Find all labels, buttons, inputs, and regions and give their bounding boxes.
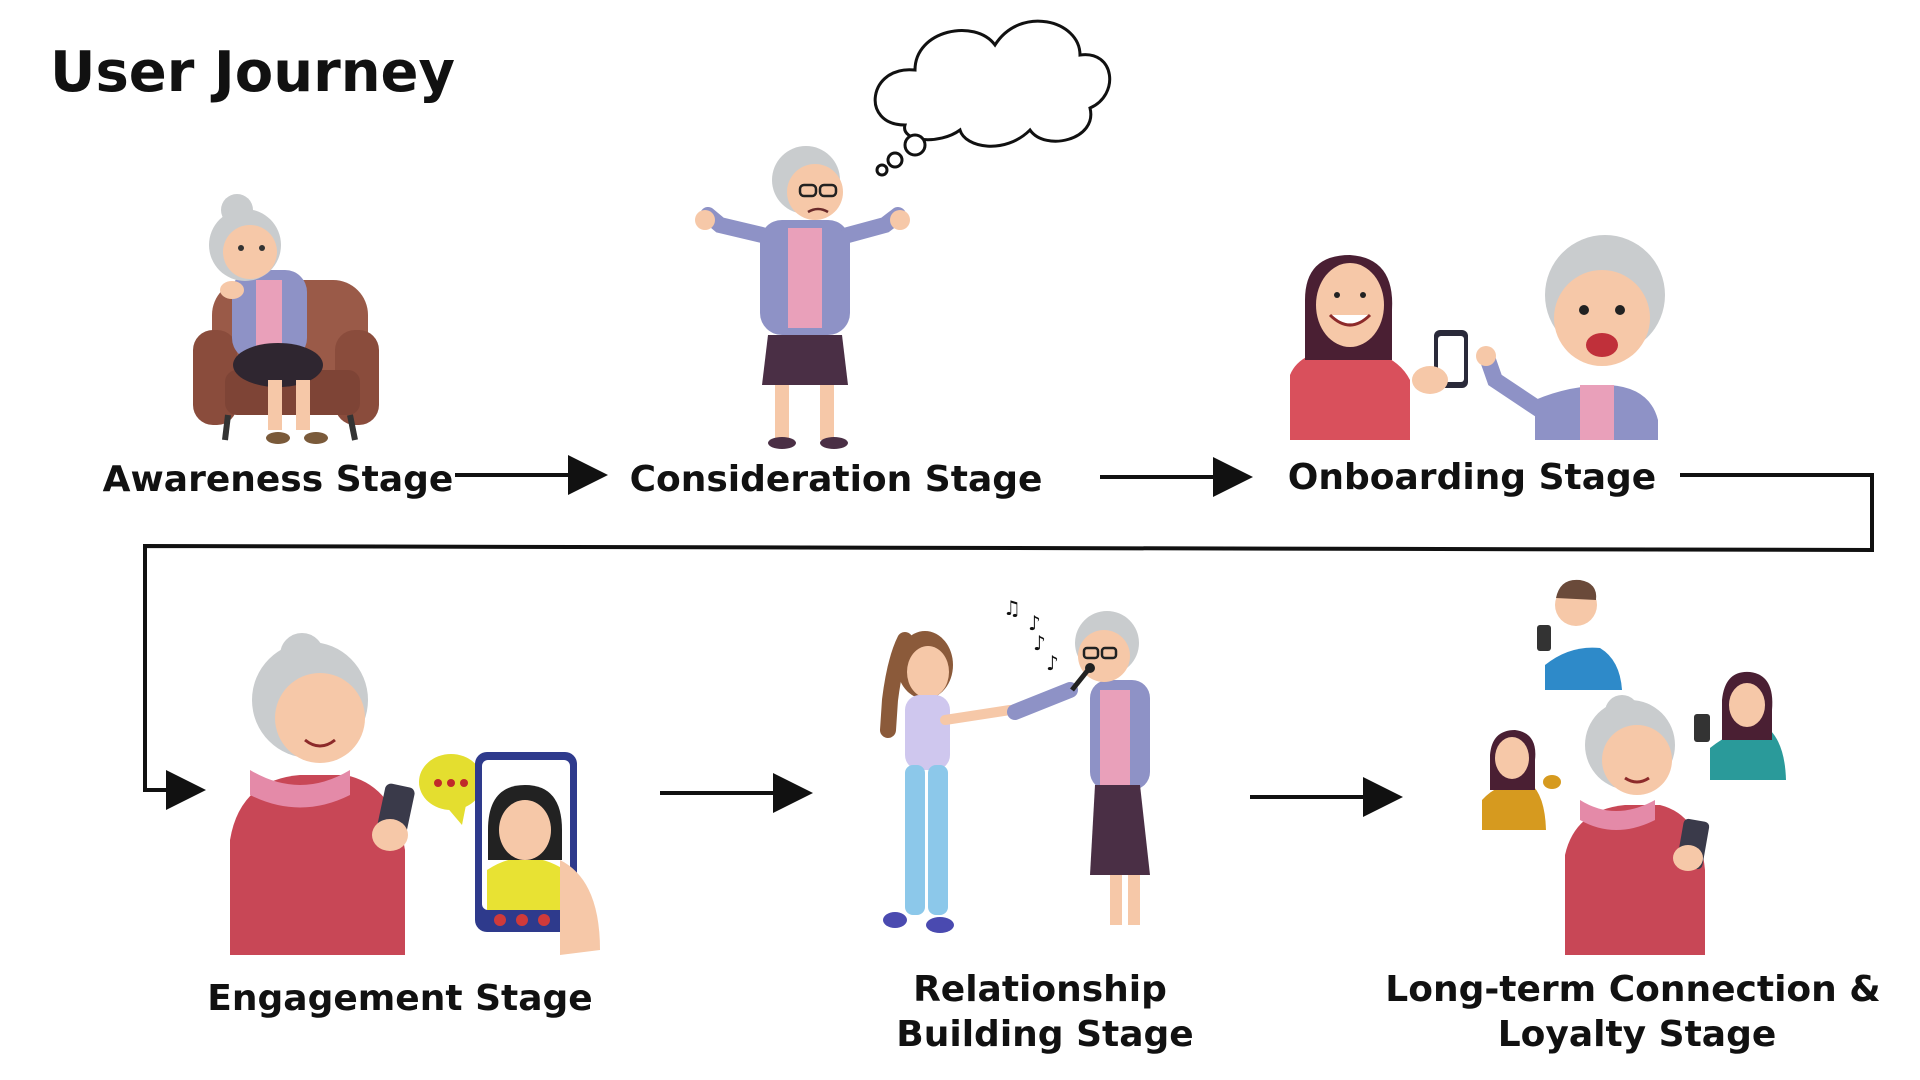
onboarding-illustration <box>1290 235 1665 440</box>
stage-label-loyalty-line1: Long-term Connection & <box>1385 969 1880 1010</box>
stage-label-relationship-line1: Relationship <box>913 969 1167 1010</box>
arrow-onboarding-to-engagement <box>143 473 1874 810</box>
friend-woman-left <box>1482 730 1561 830</box>
svg-text:♪: ♪ <box>1046 651 1059 675</box>
svg-text:♪: ♪ <box>1033 631 1046 655</box>
stage-label-awareness: Awareness Stage <box>103 459 454 500</box>
consideration-illustration <box>695 19 1112 449</box>
friend-man <box>1537 579 1622 690</box>
stage-label-onboarding: Onboarding Stage <box>1288 457 1656 498</box>
svg-text:♫: ♫ <box>1003 596 1021 620</box>
awareness-illustration <box>193 194 379 444</box>
engagement-illustration <box>230 633 600 955</box>
svg-text:♪: ♪ <box>1028 611 1041 635</box>
chat-bubble-icon <box>419 754 483 825</box>
music-notes-icon: ♫ ♪ ♪ ♪ <box>1003 596 1059 675</box>
loyalty-illustration <box>1482 579 1786 955</box>
video-call-phone <box>475 752 577 932</box>
stage-label-engagement: Engagement Stage <box>207 978 592 1019</box>
thought-bubble <box>873 19 1112 177</box>
relationship-illustration: ♫ ♪ ♪ ♪ <box>880 596 1150 933</box>
page-title: User Journey <box>50 40 456 105</box>
stage-label-consideration: Consideration Stage <box>630 459 1043 500</box>
friend-woman-right <box>1694 671 1786 780</box>
stage-label-relationship-line2: Building Stage <box>896 1014 1193 1055</box>
stage-label-loyalty-line2: Loyalty Stage <box>1498 1014 1777 1055</box>
